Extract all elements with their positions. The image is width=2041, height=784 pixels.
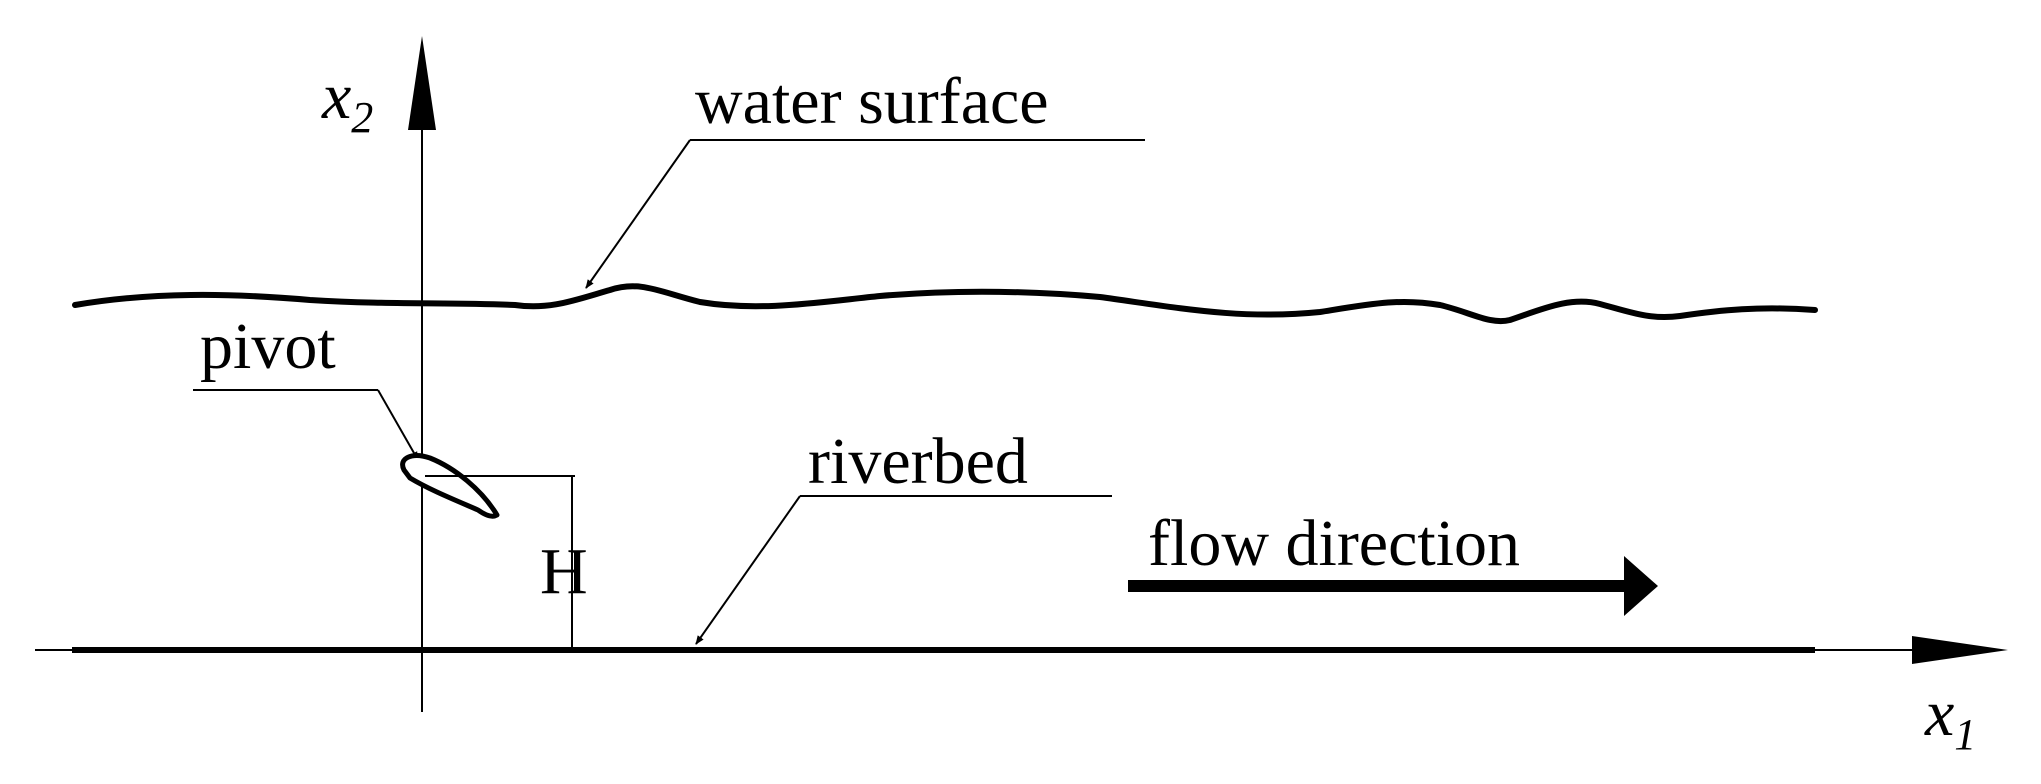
x2-axis: x2 [321, 36, 436, 712]
height-label: H [540, 535, 588, 608]
riverbed-leader [695, 495, 801, 645]
x2-axis-arrowhead [408, 36, 436, 130]
pivot-label: pivot [200, 310, 336, 383]
water-surface-label: water surface [695, 65, 1049, 138]
x2-axis-label: x2 [321, 60, 373, 142]
flow-direction-callout: flow direction [1128, 507, 1658, 616]
hydrofoil-shape [400, 453, 500, 519]
water-surface-line [72, 283, 1818, 325]
water-surface-leader [585, 139, 691, 289]
height-dimension: H [425, 475, 588, 650]
water-surface-callout: water surface [585, 65, 1145, 289]
pivot-leader [377, 389, 419, 461]
riverbed-label: riverbed [808, 425, 1028, 498]
x1-axis-label: x1 [1924, 677, 1976, 759]
pivot-callout: pivot [193, 310, 419, 461]
x1-axis: x1 [35, 636, 2008, 759]
flow-direction-arrow [1128, 556, 1658, 616]
riverbed-callout: riverbed [695, 425, 1112, 645]
flow-direction-label: flow direction [1148, 507, 1520, 580]
x1-axis-arrowhead [1912, 636, 2008, 664]
